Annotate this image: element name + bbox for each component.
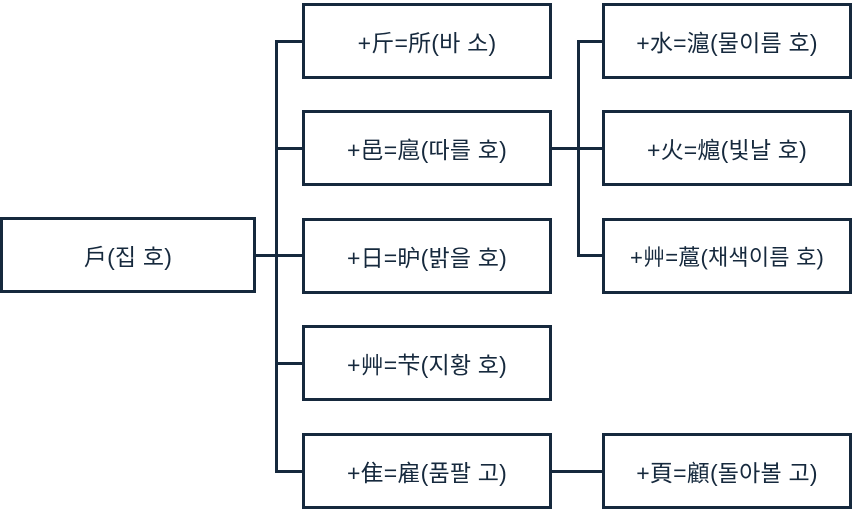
- connector-bus-to-level2-3: [275, 254, 304, 257]
- connector-bus-to-level2-1: [275, 40, 304, 43]
- node-level2-5: +隹=雇(품팔 고): [302, 433, 552, 509]
- connector-bus-to-level3-2: [577, 147, 605, 150]
- node-level3-2: +火=熩(빛날 호): [602, 110, 852, 186]
- connector-level2-5-to-level3-4: [552, 470, 605, 473]
- connector-bus-to-level2-4: [275, 362, 304, 365]
- connector-bus-to-level2-5: [275, 470, 304, 473]
- node-root: 戶(집 호): [0, 217, 256, 293]
- connector-bus-to-level3-1: [577, 40, 605, 43]
- connector-bus-to-level3-3: [577, 254, 605, 257]
- node-level2-2: +邑=扈(따를 호): [302, 110, 552, 186]
- node-level2-3: +日=昈(밝을 호): [302, 218, 552, 294]
- node-level2-1: +斤=所(바 소): [302, 3, 552, 79]
- node-level3-3: +艸=蔰(채색이름 호): [602, 218, 852, 294]
- node-level2-4: +艸=芐(지황 호): [302, 325, 552, 401]
- node-level3-4: +頁=顧(돌아볼 고): [602, 433, 852, 509]
- connector-level2-2-to-bus: [552, 147, 580, 150]
- node-level3-1: +水=滬(물이름 호): [602, 3, 852, 79]
- connector-bus-to-level2-2: [275, 147, 304, 150]
- connector-root-to-bus: [253, 254, 279, 257]
